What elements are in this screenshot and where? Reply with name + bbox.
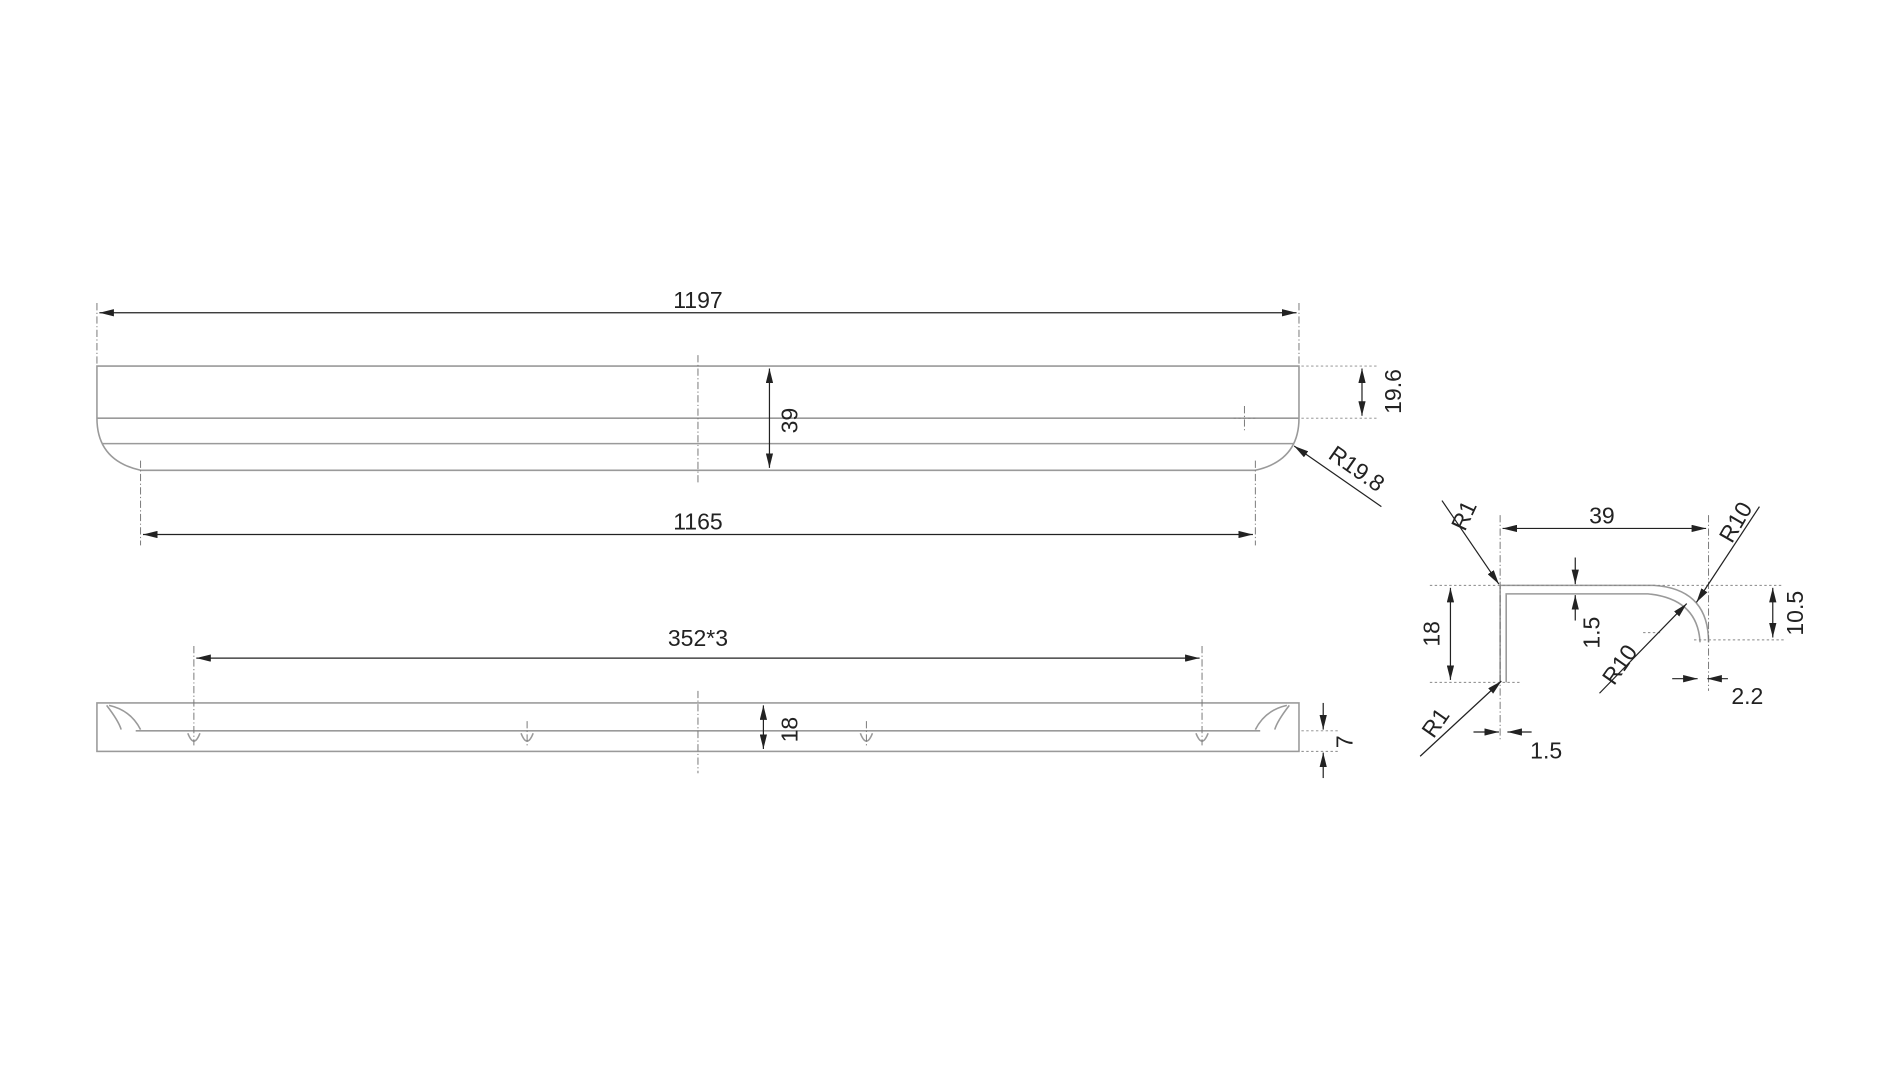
- dim-top-thickness: 1.5: [1578, 617, 1604, 649]
- dim-lip-thickness: 2.2: [1731, 683, 1763, 709]
- dim-height: 39: [776, 408, 802, 434]
- dim-hole-pitch: 352*3: [668, 625, 728, 651]
- dim-side-thickness: 1.5: [1530, 738, 1562, 764]
- top-view: 1197 39 19.6 R19.8 1165: [96, 287, 1406, 546]
- dim-offset: 19.6: [1380, 369, 1406, 414]
- dim-lip: 7: [1331, 735, 1357, 748]
- dim-front-height: 18: [776, 717, 802, 743]
- dim-bottom-radius: R1: [1416, 703, 1454, 742]
- dim-outer-radius: R10: [1714, 497, 1758, 547]
- dim-profile-width: 39: [1589, 503, 1615, 529]
- dim-corner-radius: R19.8: [1324, 440, 1389, 497]
- mounting-holes: [187, 645, 1209, 746]
- dim-drop: 10.5: [1782, 591, 1808, 636]
- profile-section: 39 18 10.5 1.5 R1 R10 R10 2.2 R1 1.5: [1416, 497, 1808, 764]
- dim-overall-length: 1197: [673, 287, 723, 313]
- front-view: 352*3 18 7: [96, 625, 1357, 779]
- dim-hole-span: 1165: [673, 509, 723, 535]
- dim-profile-height: 18: [1419, 621, 1445, 647]
- dim-top-radius: R1: [1446, 497, 1482, 535]
